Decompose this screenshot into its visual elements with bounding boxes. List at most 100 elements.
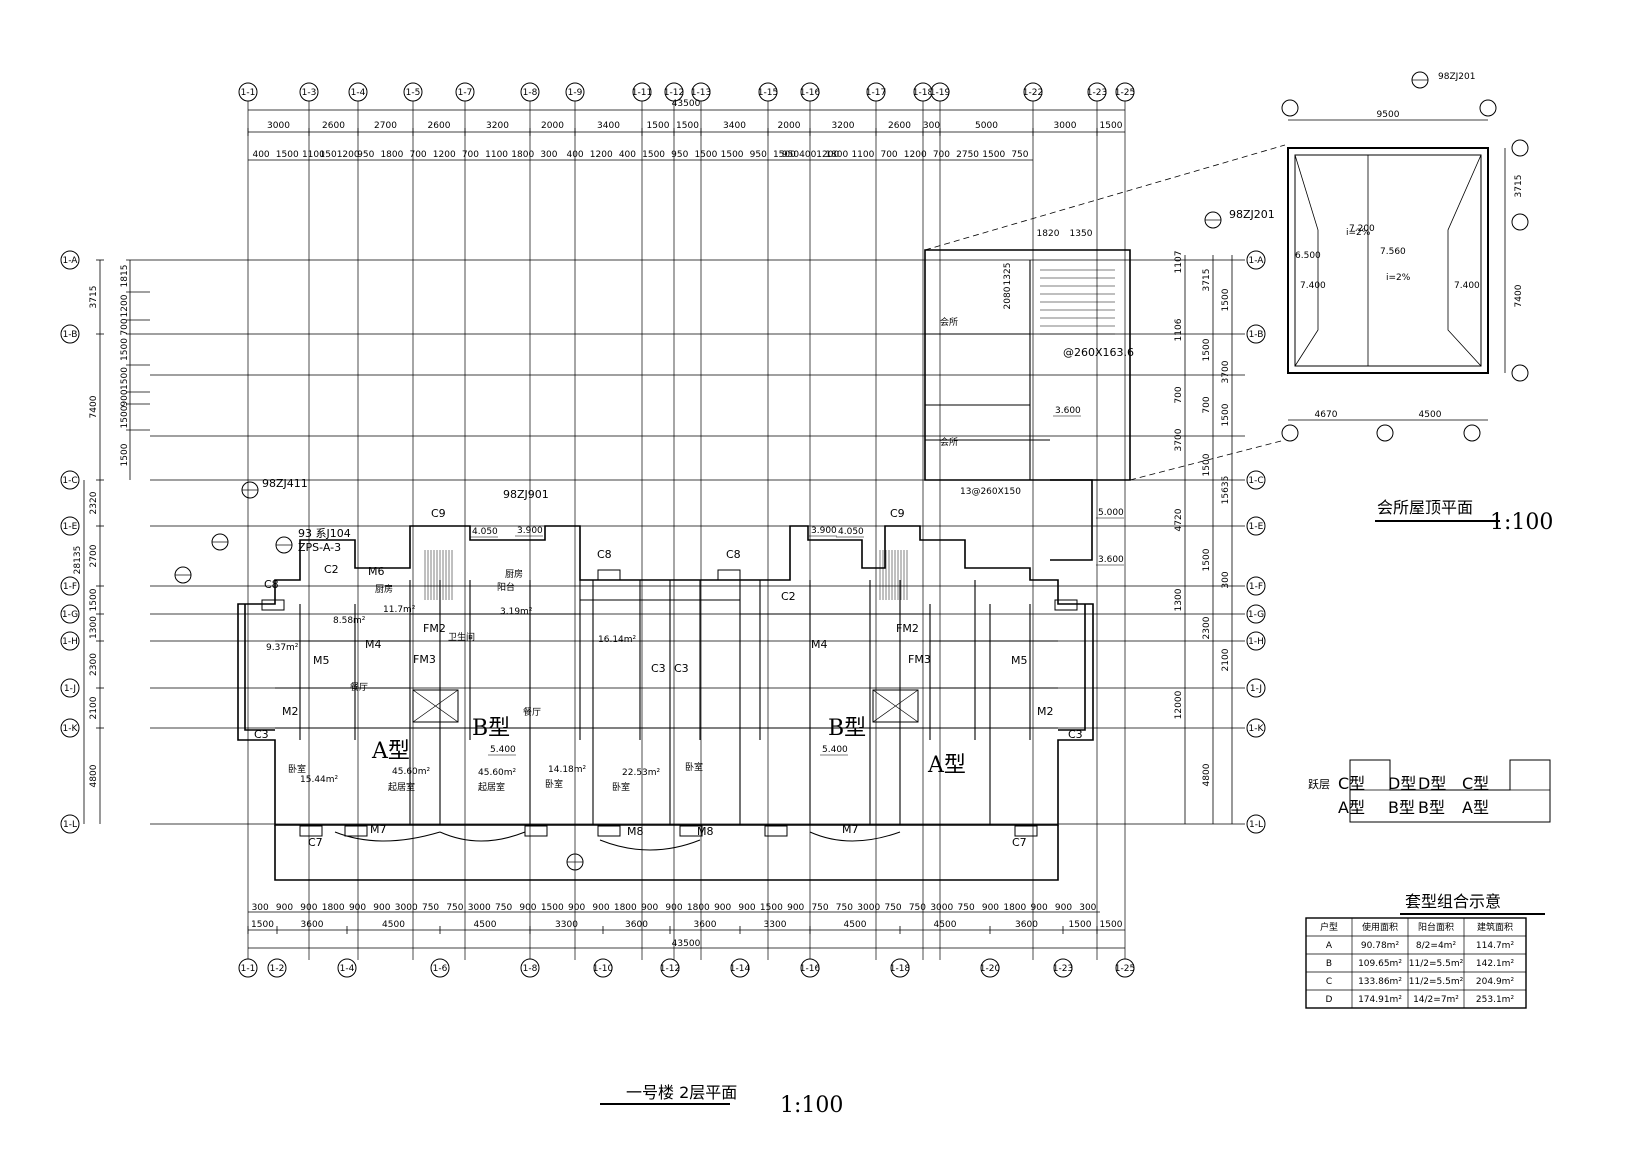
axis-label: 1-2 xyxy=(270,964,285,974)
elevator-cross xyxy=(872,689,919,723)
detail-leader xyxy=(924,144,1286,251)
axis-bubble xyxy=(299,82,319,102)
axis-label: 1-A xyxy=(63,256,79,266)
door-window-code: C3 xyxy=(254,728,269,741)
axis-label: 1-8 xyxy=(523,964,538,974)
axis-bubble xyxy=(1246,324,1266,344)
dim-text: 1800 xyxy=(511,150,534,160)
dim-text: 1500 xyxy=(694,150,717,160)
combo-lower-type: B型 xyxy=(1388,798,1415,817)
dim-text: 700 xyxy=(120,318,130,335)
axis-label: 1-18 xyxy=(890,964,911,974)
window-frame xyxy=(299,825,323,837)
dim-text: 3000 xyxy=(395,903,418,913)
dim-text: 1501200 xyxy=(320,150,360,160)
axis-bubble xyxy=(930,82,950,102)
area-table-header: 使用面积 xyxy=(1362,921,1398,933)
window-frame xyxy=(764,825,788,837)
axis-bubble xyxy=(60,678,80,698)
dim-text: 28135 xyxy=(73,546,83,575)
axis-label: 1-C xyxy=(62,476,77,486)
dim-text: 2000 xyxy=(541,121,564,131)
roof-axis-bubble xyxy=(1511,213,1529,231)
dim-text: 43500 xyxy=(672,939,701,949)
elevator-shaft xyxy=(872,689,919,723)
roof-slope: i=2% xyxy=(1346,228,1371,238)
wall-outline xyxy=(244,604,275,731)
axis-label: 1-F xyxy=(63,582,77,592)
dim-text: 1500 xyxy=(120,405,130,428)
axis-bubble xyxy=(730,958,750,978)
axis-bubble xyxy=(60,470,80,490)
door-window-code: M8 xyxy=(697,825,714,838)
roof-outline xyxy=(1287,147,1489,374)
dim-text: 400 xyxy=(252,150,269,160)
roof-ridge-lines xyxy=(1294,154,1482,367)
dim-text: 1500 xyxy=(89,588,99,611)
axis-bubble xyxy=(60,250,80,270)
dim-text: 1800 xyxy=(687,903,710,913)
wall-outline xyxy=(1050,479,1093,561)
dim-text: 1500 xyxy=(1202,453,1212,476)
door-window-code: M5 xyxy=(1011,654,1028,667)
axis-bubble xyxy=(1246,516,1266,536)
axis-label: 1-A xyxy=(1249,256,1265,266)
dim-text: 43500 xyxy=(672,99,701,109)
area-table-cell: 133.86m² xyxy=(1358,977,1402,987)
roof-parapet xyxy=(1294,154,1482,367)
axis-label: 1-1 xyxy=(241,964,256,974)
door-window-code: M4 xyxy=(365,638,382,651)
dim-text: 1800 xyxy=(1003,903,1026,913)
dim-text: 1100 xyxy=(485,150,508,160)
room-area: 9.37m² xyxy=(266,643,299,653)
area-table-cell: 142.1m² xyxy=(1476,959,1515,969)
roof-dim-text: 9500 xyxy=(1377,110,1400,120)
elevation-mark: 4.050 xyxy=(472,527,498,537)
axis-bubble xyxy=(60,516,80,536)
dim-text: 750 xyxy=(1011,150,1028,160)
door-window-code: M2 xyxy=(1037,705,1054,718)
unit-type-label: B型 xyxy=(472,716,510,741)
area-table-cell: 11/2=5.5m² xyxy=(1409,959,1464,969)
dim-text: 300 xyxy=(923,121,940,131)
roof-axis-bubble xyxy=(1511,364,1529,382)
dim-text: 4500 xyxy=(934,920,957,930)
dim-text: 1500 xyxy=(251,920,274,930)
axis-bubble xyxy=(565,82,585,102)
roof-dim-text: 1350 xyxy=(1070,229,1093,239)
axis-label: 1-16 xyxy=(800,964,821,974)
combo-upper-type: C型 xyxy=(1338,774,1365,793)
elevation-mark: 3.900 xyxy=(811,526,837,536)
window-frame xyxy=(344,825,368,837)
stair-note: @260X163.6 xyxy=(1063,346,1134,359)
dim-text: 750 xyxy=(884,903,901,913)
dim-text: 1500 xyxy=(276,150,299,160)
dim-text: 1500 xyxy=(1202,548,1212,571)
axis-label: 1-G xyxy=(1248,610,1264,620)
axis-label: 1-25 xyxy=(1115,88,1135,98)
roof-dim-text: 2080 xyxy=(1003,286,1013,309)
axis-bubble xyxy=(866,82,886,102)
room-name: 餐厅 xyxy=(523,706,541,718)
combo-upper-type: D型 xyxy=(1388,774,1416,793)
room-name: 卧室 xyxy=(612,781,630,793)
axis-bubble xyxy=(1246,604,1266,624)
axis-label: 1-23 xyxy=(1053,964,1073,974)
dim-text: 1106 xyxy=(1174,318,1184,341)
axis-bubble xyxy=(60,576,80,596)
roof-title: 会所屋顶平面 xyxy=(1377,498,1473,517)
dim-text: 1300 xyxy=(89,616,99,639)
area-table-header: 阳台面积 xyxy=(1418,921,1454,933)
dim-text: 300 xyxy=(540,150,557,160)
dim-text: 1500 xyxy=(721,150,744,160)
dim-text: 2300 xyxy=(1202,616,1212,639)
unit-type-label: B型 xyxy=(828,716,866,741)
axis-label: 1-L xyxy=(63,820,77,830)
dim-text: 1800 xyxy=(614,903,637,913)
wall-outline xyxy=(237,525,1094,826)
axis-label: 1-7 xyxy=(458,88,473,98)
door-window-code: C7 xyxy=(308,836,323,849)
axis-bubble xyxy=(60,814,80,834)
